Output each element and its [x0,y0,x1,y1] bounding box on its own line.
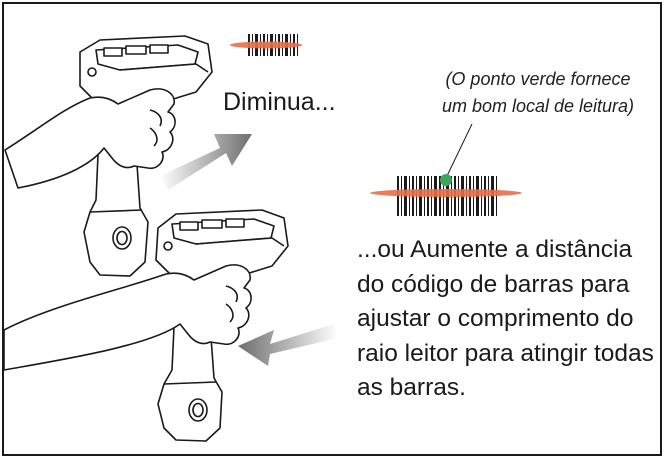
laser-line [370,189,522,197]
note-line-1: (O ponto verde fornece [445,69,631,89]
hand-icon [4,88,176,189]
laser-line [230,41,302,49]
green-dot [440,174,452,186]
instruction-line-4: raio leitor para atingir todas [357,339,654,367]
instruction-line-2: do código de barras para [357,270,630,298]
bottom-scanner-group [3,209,289,442]
arrow-icon [238,324,338,366]
increase-instruction: ...ou Aumente a distância do código de b… [357,233,654,406]
decrease-label: Diminua... [223,88,336,116]
note-line-2: um bom local de leitura) [441,96,635,116]
arrow-icon [160,134,252,190]
green-dot-note: (O ponto verde fornece um bom local de l… [418,66,658,120]
instruction-line-3: ajustar o comprimento do [357,305,634,332]
top-scanner-group [4,35,213,277]
instruction-line-1: ...ou Aumente a distância [357,236,633,263]
callout-line [445,123,473,179]
top-barcode [230,34,302,56]
hand-icon [3,264,252,371]
instruction-line-5: as barras. [357,374,466,401]
right-barcode [370,123,522,216]
